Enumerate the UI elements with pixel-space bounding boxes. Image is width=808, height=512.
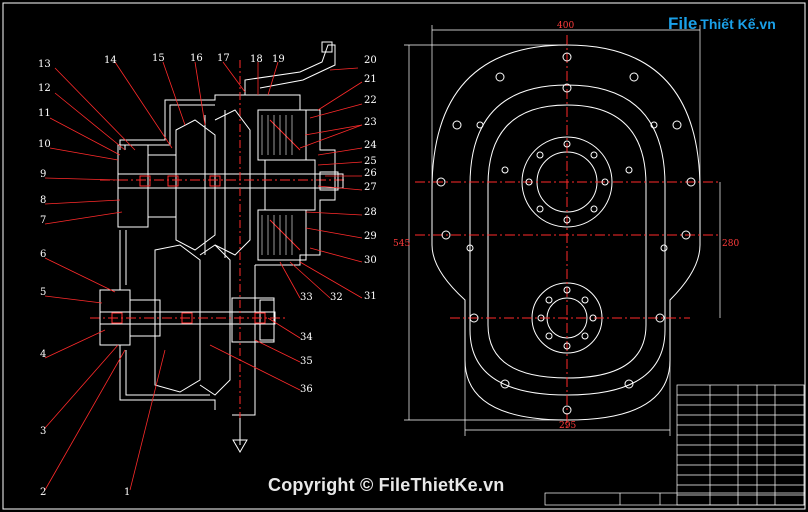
part-label: 12: [38, 83, 51, 94]
part-label: 24: [364, 140, 377, 151]
title-block: [544, 384, 806, 506]
part-label: 34: [300, 332, 313, 343]
logo-text-rest: Thiết Kế.vn: [700, 16, 776, 32]
part-label: 8: [40, 195, 46, 206]
part-label: 33: [300, 292, 313, 303]
part-label: 19: [272, 54, 285, 65]
part-label: 32: [330, 292, 343, 303]
part-label: 25: [364, 156, 377, 167]
dimension-height-left: 545: [393, 239, 410, 249]
part-label: 31: [364, 291, 377, 302]
part-label: 5: [40, 287, 46, 298]
part-label: 30: [364, 255, 377, 266]
copyright-watermark: Copyright © FileThietKe.vn: [268, 475, 505, 495]
part-label: 7: [40, 215, 46, 226]
part-label: 28: [364, 207, 377, 218]
part-label: 23: [364, 117, 377, 128]
part-label: 36: [300, 384, 313, 395]
part-label: 3: [40, 426, 46, 437]
part-label: 2: [40, 487, 46, 498]
section-view: [90, 41, 345, 453]
part-label: 11: [38, 108, 51, 119]
dimension-labels: 400 545 280 295: [393, 21, 739, 431]
part-label: 10: [38, 139, 51, 150]
part-label: 26: [364, 168, 377, 179]
part-label: 20: [364, 55, 377, 66]
part-labels-top: 14 15 16 17 18 19 20: [104, 53, 377, 66]
part-label: 6: [40, 249, 46, 260]
part-label: 29: [364, 231, 377, 242]
part-label: 14: [104, 55, 117, 66]
part-labels-left: 13 12 11 10 9 8 7 6 5 4 3 2 1: [38, 59, 130, 498]
part-label: 17: [217, 53, 230, 64]
leader-lines: [44, 61, 363, 491]
part-labels-right: 21 22 23 24 25 26 27 28 29 30 31 32 33 3…: [300, 74, 377, 395]
part-label: 15: [152, 53, 165, 64]
part-label: 18: [250, 54, 263, 65]
part-label: 13: [38, 59, 51, 70]
part-label: 27: [364, 182, 377, 193]
part-label: 21: [364, 74, 377, 85]
dimension-height-right: 280: [722, 239, 739, 249]
part-label: 22: [364, 95, 377, 106]
logo-text-file: File: [668, 14, 698, 33]
part-label: 4: [40, 349, 46, 360]
part-label: 35: [300, 356, 313, 367]
dimension-width-top: 400: [557, 21, 574, 31]
part-label: 1: [124, 487, 130, 498]
front-view: [404, 25, 721, 436]
filethietke-logo: File Thiết Kế.vn: [668, 14, 776, 34]
part-label: 16: [190, 53, 203, 64]
dimension-width-bottom: 295: [559, 421, 576, 431]
part-label: 9: [40, 169, 46, 180]
